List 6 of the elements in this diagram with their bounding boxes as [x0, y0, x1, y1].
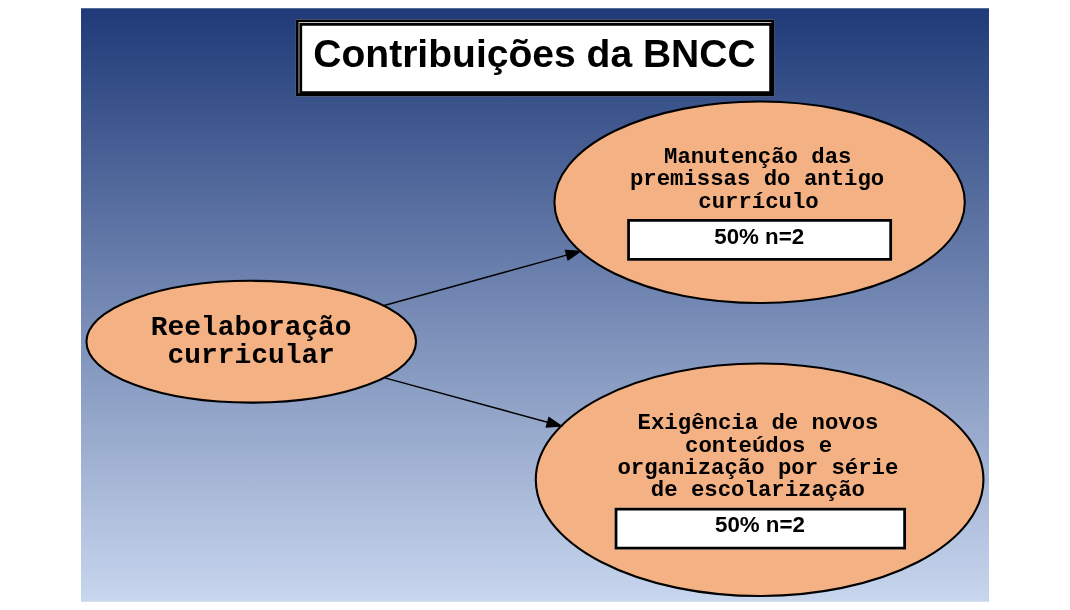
arrow [384, 377, 564, 428]
arrow [383, 249, 583, 307]
diagram-title: Contribuições da BNCC [313, 31, 756, 75]
node-ellipse: Reelaboração curricular [85, 279, 418, 404]
node-ellipse: Exigência de novos conteúdos e organização por série de escolarização 50% n=2 [534, 362, 985, 598]
node-ellipse: Manutenção das premissas do antigo currículo 50% n=2 [553, 100, 966, 305]
